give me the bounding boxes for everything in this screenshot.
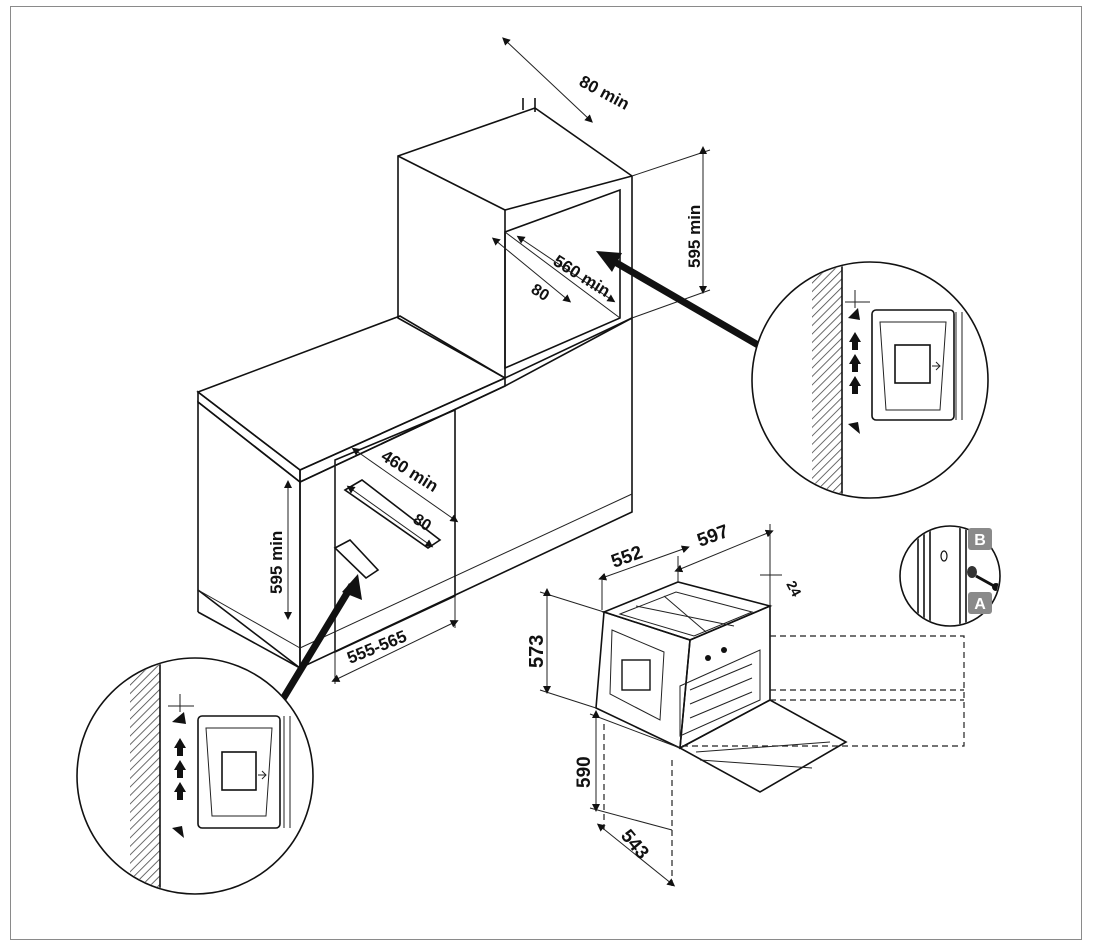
oven-dimensions	[539, 524, 965, 887]
dim-oven-side: 24	[783, 578, 805, 599]
cabinet	[196, 98, 633, 670]
lower-dimensions	[284, 447, 459, 684]
bracket-detail-upper	[751, 261, 989, 499]
screw-label-a: A	[974, 596, 986, 613]
bracket-detail-lower	[76, 657, 314, 895]
oven	[595, 581, 848, 793]
pointer-arrows	[272, 251, 760, 714]
dim-oven-door: 590	[574, 756, 595, 788]
screw-label-b: B	[974, 532, 986, 549]
upper-dimensions	[491, 37, 711, 319]
dim-oven-width: 552	[609, 542, 646, 573]
dim-upper-height: 595 min	[685, 205, 704, 268]
dim-oven-depth: 543	[616, 826, 652, 864]
dim-oven-height: 573	[526, 635, 548, 668]
dim-top-clearance: 80 min	[576, 72, 632, 114]
dim-upper-gap: 80	[528, 281, 552, 305]
dim-lower-height: 595 min	[267, 531, 286, 594]
dim-lower-gap: 80	[410, 511, 434, 535]
badge-b	[968, 528, 992, 550]
dim-oven-full-width: 597	[695, 521, 732, 552]
badge-a	[968, 592, 992, 614]
